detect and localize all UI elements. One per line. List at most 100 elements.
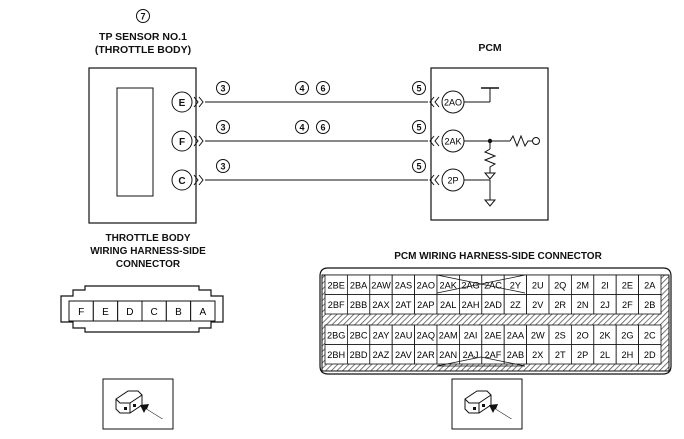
pcm-connector-key xyxy=(436,356,526,367)
pcm-pin-label: 2AC xyxy=(484,281,502,291)
pcm-pin-label: 2Q xyxy=(554,281,566,291)
sensor-pin-f-label: F xyxy=(179,137,185,148)
pcm-pin-label: 2Y xyxy=(510,281,521,291)
sensor-pin-e xyxy=(171,91,193,113)
sensor-ref-circle xyxy=(136,9,150,23)
wire-ref-label: 5 xyxy=(416,123,421,133)
arrow-icon xyxy=(489,404,512,419)
tb-connector-caption-3: CONNECTOR xyxy=(116,259,181,270)
reference-voltage-terminal xyxy=(532,137,540,145)
pcm-pin-label: 2AK xyxy=(440,281,458,291)
wire-row-2: F 3 4 6 5 2AK xyxy=(171,120,540,180)
pcm-pin-label: 2AF xyxy=(485,350,502,360)
plug-icon-pins xyxy=(473,404,485,410)
pcm-pin-label: 2AL xyxy=(440,300,456,310)
pcm-pin-label: 2K xyxy=(599,331,611,341)
pcm-pin-label: 2BE xyxy=(328,281,345,291)
arrow-icon xyxy=(140,404,163,419)
pcm-pin-label: 2Z xyxy=(510,300,521,310)
pcm-pin-label: 2AB xyxy=(507,350,524,360)
pcm-pin-label: 2AG xyxy=(461,281,479,291)
pcm-pin-2ak-label: 2AK xyxy=(444,137,461,147)
connector-symbol xyxy=(193,174,204,186)
pcm-pin-label: 2X xyxy=(532,350,543,360)
wire-ref-label: 4 xyxy=(299,123,304,133)
pcm-pin-label: 2AP xyxy=(417,300,434,310)
wire-row-1: E 3 4 6 5 2AO xyxy=(171,81,499,114)
pcm-pin-label: 2T xyxy=(555,350,566,360)
tb-pin-label: C xyxy=(151,307,158,318)
sensor-pin-f xyxy=(171,130,193,152)
pcm-pin-label: 2I xyxy=(601,281,609,291)
wire-ref-label: 5 xyxy=(416,162,421,172)
pcm-pin-label: 2G xyxy=(621,331,633,341)
wire-ref-circle xyxy=(316,81,330,95)
pcm-connector-caption: PCM WIRING HARNESS-SIDE CONNECTOR xyxy=(394,251,602,262)
ground-icon xyxy=(483,172,497,180)
pcm-pin-label: 2AR xyxy=(417,350,435,360)
pcm-pin-label: 2AZ xyxy=(373,350,390,360)
wire-ref-circle xyxy=(412,81,426,95)
pcm-pin-label: 2AH xyxy=(462,300,480,310)
pcm-pin-label: 2J xyxy=(600,300,610,310)
pcm-pin-label: 2AX xyxy=(372,300,389,310)
pcm-pin-label: 2C xyxy=(644,331,656,341)
pcm-pin-label: 2A xyxy=(644,281,656,291)
tb-pin-label: F xyxy=(78,307,84,318)
tb-connector-section: THROTTLE BODY WIRING HARNESS-SIDE CONNEC… xyxy=(60,233,224,333)
pcm-pin-label: 2M xyxy=(576,281,589,291)
wire-ref-label: 5 xyxy=(416,84,421,94)
wire-ref-circle xyxy=(412,159,426,173)
sensor-ref-number: 7 xyxy=(140,12,145,22)
pcm-pin-label: 2BG xyxy=(327,331,345,341)
pcm-pin-label: 2BA xyxy=(350,281,368,291)
pcm-pin-label: 2AJ xyxy=(463,350,479,360)
pcm-pin-label: 2N xyxy=(577,300,589,310)
wire-ref-label: 6 xyxy=(320,84,325,94)
wire-ref-label: 6 xyxy=(320,123,325,133)
pcm-pin-label: 2AD xyxy=(484,300,502,310)
sensor-pin-e-label: E xyxy=(179,98,186,109)
tb-pin-label: E xyxy=(102,307,109,318)
pcm-pin-label: 2AU xyxy=(394,331,412,341)
pcm-pin-cell xyxy=(638,294,662,315)
tb-connector-caption-1: THROTTLE BODY xyxy=(106,233,191,244)
wire-ref-label: 4 xyxy=(299,84,304,94)
pcm-view-icon xyxy=(451,378,523,430)
pcm-connector-section: PCM WIRING HARNESS-SIDE CONNECTOR 2BE 2BA… xyxy=(319,251,672,375)
pcm-pin-label: 2BF xyxy=(328,300,345,310)
resistor-icon xyxy=(509,134,532,148)
connector-symbol xyxy=(429,174,440,186)
pcm-pin-label: 2P xyxy=(577,350,588,360)
pcm-pin-label: 2AV xyxy=(395,350,413,360)
wire-ref-circle xyxy=(412,120,426,134)
connector-symbol xyxy=(429,96,440,108)
pcm-pin-cell xyxy=(638,344,662,365)
pcm-pin-2ao-label: 2AO xyxy=(444,98,462,108)
tp-sensor: 7 TP SENSOR NO.1 (THROTTLE BODY) xyxy=(88,9,197,224)
pcm-pin-label: 2AN xyxy=(439,350,457,360)
pcm-title: PCM xyxy=(478,42,502,54)
plug-icon-pins xyxy=(124,404,136,410)
pcm-pin-label: 2W xyxy=(531,331,545,341)
pcm-pin-label: 2E xyxy=(622,281,633,291)
wire-ref-circle xyxy=(316,120,330,134)
pcm-pin-label: 2BC xyxy=(350,331,368,341)
pcm-pin-label: 2BH xyxy=(327,350,345,360)
wire-ref-circle xyxy=(295,120,309,134)
pcm-pin-label: 2B xyxy=(644,300,655,310)
pcm-pin-label: 2F xyxy=(622,300,633,310)
sensor-title-line1: TP SENSOR NO.1 xyxy=(99,31,187,43)
pcm-pin-label: 2L xyxy=(600,350,610,360)
wire-ref-label: 3 xyxy=(220,84,225,94)
tb-pin-label: D xyxy=(126,307,133,318)
wire-row-3: C 3 5 2P xyxy=(171,159,497,207)
pcm-pin-label: 2O xyxy=(576,331,588,341)
pcm-pin-label: 2U xyxy=(532,281,544,291)
pcm-pin-label: 2AI xyxy=(464,331,478,341)
wire-ref-label: 3 xyxy=(220,162,225,172)
pcm-pin-label: 2H xyxy=(622,350,634,360)
tb-pin-cell xyxy=(190,300,216,322)
pcm-pin-label: 2BD xyxy=(350,350,368,360)
